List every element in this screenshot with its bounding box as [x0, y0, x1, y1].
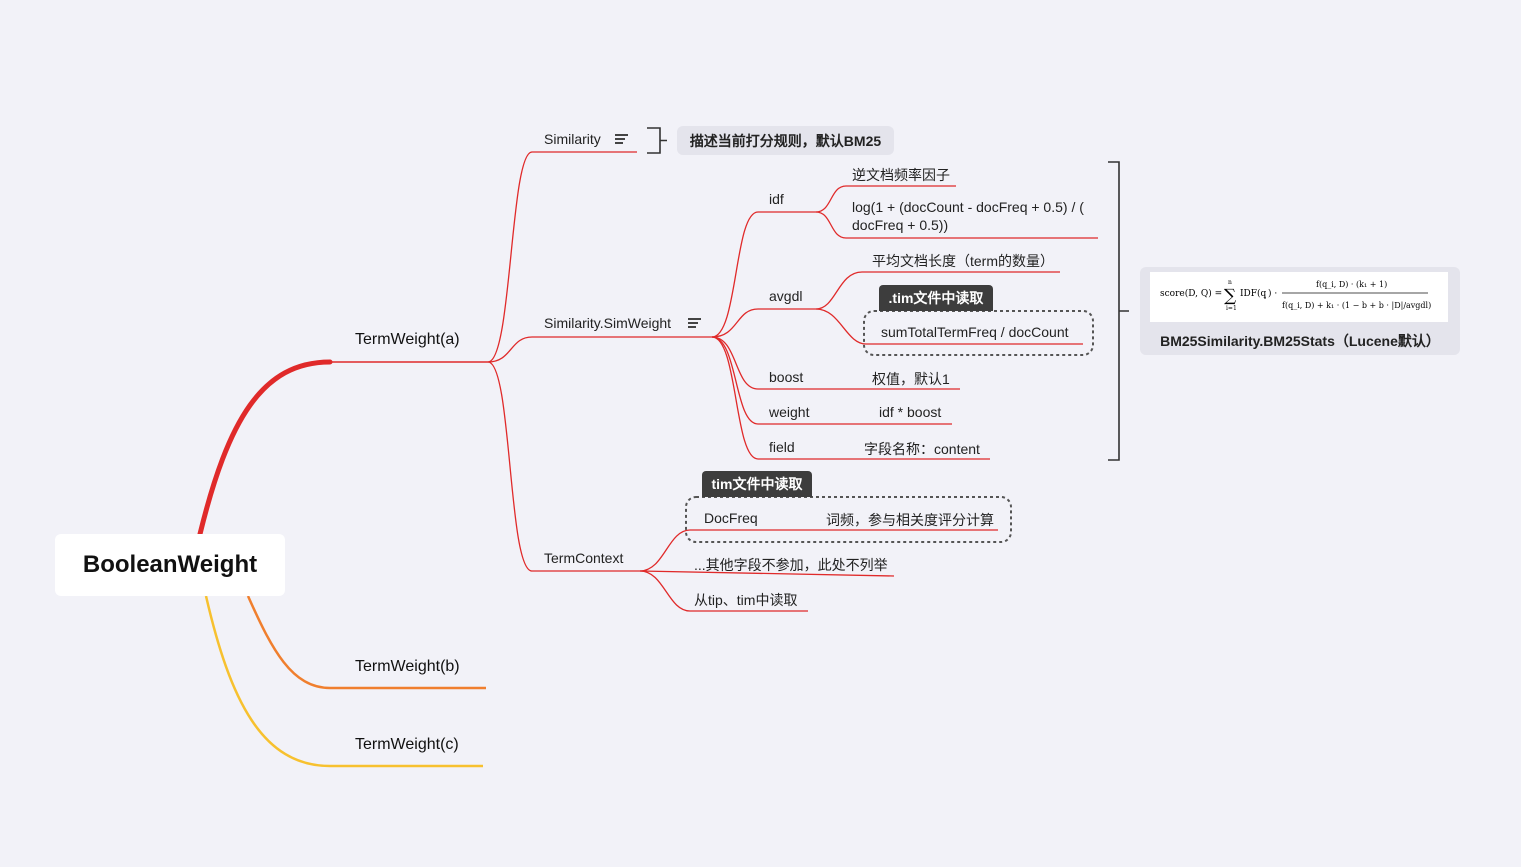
formula-sum-bottom: i=1 [1226, 305, 1237, 312]
docfreq-boundary [685, 496, 1012, 543]
node-idf-desc[interactable]: 逆文档频率因子 [852, 167, 950, 183]
branch-termweight-a[interactable]: TermWeight(a) [355, 331, 460, 348]
termcontext-boundary-tag[interactable]: tim文件中读取 [702, 471, 812, 497]
formula-denominator: f(q_i, D) + k₁ · (1 − b + b · |D|/avgdl) [1282, 301, 1431, 310]
formula-sum-top: n [1228, 279, 1232, 286]
node-similarity[interactable]: Similarity [544, 131, 601, 147]
node-termcontext[interactable]: TermContext [544, 550, 624, 566]
bm25-formula-image: score(D, Q) = ∑ n i=1 IDF(q i ) · f(q_i,… [1150, 272, 1448, 322]
node-idf-formula-line1[interactable]: log(1 + (docCount - docFreq + 0.5) / ( [852, 199, 1084, 215]
branch-termweight-b[interactable]: TermWeight(b) [355, 658, 460, 675]
avgdl-boundary [863, 310, 1094, 356]
similarity-note-callout[interactable]: 描述当前打分规则，默认BM25 [677, 126, 894, 155]
similarity-note-text: 描述当前打分规则，默认BM25 [689, 132, 882, 149]
node-read-source[interactable]: 从tip、tim中读取 [694, 592, 798, 608]
formula-lhs: score(D, Q) = [1160, 288, 1222, 299]
node-weight-value[interactable]: idf * boost [879, 404, 942, 420]
node-simweight[interactable]: Similarity.SimWeight [544, 315, 672, 331]
node-avgdl-formula[interactable]: sumTotalTermFreq / docCount [881, 324, 1069, 340]
formula-numerator: f(q_i, D) · (k₁ + 1) [1316, 280, 1387, 289]
node-avgdl-desc[interactable]: 平均文档长度（term的数量） [872, 253, 1054, 269]
simweight-bracket [1108, 161, 1129, 461]
branch-termweight-c[interactable]: TermWeight(c) [355, 736, 459, 753]
termcontext-tag-text: tim文件中读取 [711, 476, 803, 492]
node-boost-value[interactable]: 权值，默认1 [872, 371, 950, 387]
avgdl-boundary-tag[interactable]: .tim文件中读取 [879, 285, 993, 311]
root-label: BooleanWeight [82, 551, 258, 578]
branch-a-curve [197, 359, 333, 537]
node-field[interactable]: field [769, 439, 795, 455]
formula-idf-sub: i [1264, 294, 1266, 301]
similarity-bracket [647, 127, 667, 154]
node-other-fields[interactable]: ...其他字段不参加，此处不列举 [694, 557, 888, 573]
bm25-caption: BM25Similarity.BM25Stats（Lucene默认） [1160, 333, 1440, 349]
node-field-value[interactable]: 字段名称：content [864, 441, 980, 457]
avgdl-tag-text: .tim文件中读取 [888, 290, 984, 306]
notes-icon[interactable] [615, 134, 628, 144]
node-avgdl[interactable]: avgdl [769, 288, 803, 304]
node-boost[interactable]: boost [769, 369, 804, 385]
node-idf[interactable]: idf [769, 191, 784, 207]
bm25-formula-card[interactable]: score(D, Q) = ∑ n i=1 IDF(q i ) · f(q_i,… [1140, 267, 1460, 355]
branch-c-curve [204, 595, 483, 768]
root-node[interactable]: BooleanWeight [55, 534, 285, 596]
node-idf-formula-line2[interactable]: docFreq + 0.5)) [852, 217, 949, 233]
notes-icon[interactable] [688, 318, 701, 328]
branch-b-curve [246, 595, 486, 690]
formula-idf-end: ) · [1268, 288, 1277, 299]
node-docfreq[interactable]: DocFreq [704, 510, 758, 526]
node-docfreq-value[interactable]: 词频，参与相关度评分计算 [826, 512, 994, 528]
formula-sum: ∑ [1224, 286, 1236, 306]
node-weight[interactable]: weight [769, 404, 810, 420]
formula-idf: IDF(q [1240, 288, 1267, 299]
